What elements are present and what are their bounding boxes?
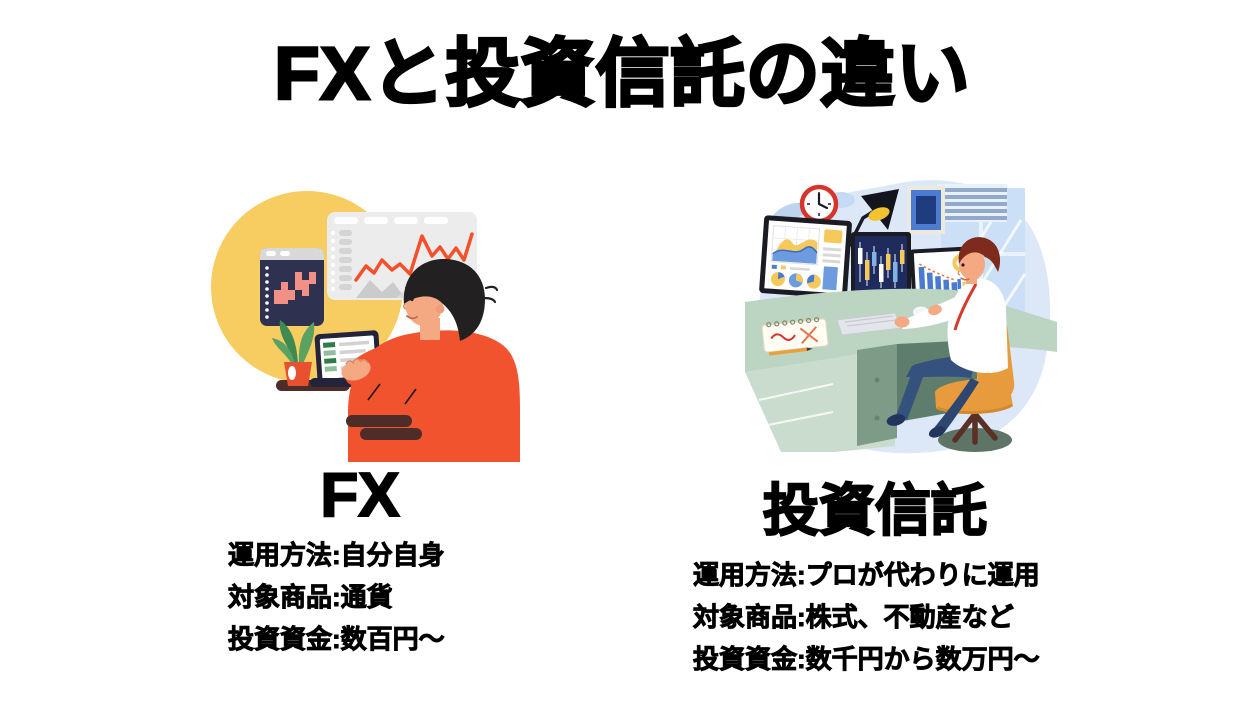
fx-details: 運用方法:自分自身 対象商品:通貨 投資資金:数百円〜 (228, 534, 446, 660)
trust-detail-product: 対象商品:株式、不動産など (693, 602, 1015, 633)
trader-person (886, 237, 1008, 438)
person-head (402, 258, 499, 341)
gray-mountains (356, 280, 405, 298)
wall-clock (799, 184, 839, 224)
keyboard (836, 312, 903, 336)
fx-illustration-svg (211, 191, 520, 462)
pencil (768, 347, 813, 356)
person-hand (341, 358, 371, 381)
investment-trust-details: 運用方法:プロが代わりに運用 対象商品:株式、不動産など 投資資金:数千円から数… (693, 554, 1041, 680)
potted-plant (272, 320, 315, 386)
candlestick-window (260, 248, 324, 326)
desk (745, 288, 1057, 452)
trust-detail-management: 運用方法:プロが代わりに運用 (693, 560, 1041, 591)
orange-price-line (354, 232, 474, 282)
picture-frame (907, 186, 945, 234)
salmon-candles (274, 272, 316, 304)
notepad (761, 317, 829, 353)
fx-detail-funds: 投資資金:数百円〜 (228, 624, 446, 655)
armrest-bar-2 (360, 428, 422, 440)
armrest-bar-1 (346, 415, 412, 427)
investment-trust-illustration-svg (745, 180, 1057, 454)
investment-trust-illustration (745, 170, 1060, 460)
fx-detail-product: 対象商品:通貨 (228, 582, 394, 613)
investment-trust-heading: 投資信託 (762, 478, 988, 543)
trust-detail-funds: 投資資金:数千円から数万円〜 (693, 644, 1041, 675)
pie-charts (770, 272, 821, 289)
fx-detail-management: 運用方法:自分自身 (228, 540, 446, 571)
page-title: FXと投資信託の違い (273, 31, 972, 117)
fx-heading: FX (319, 460, 400, 531)
fx-illustration (200, 172, 520, 462)
blinds (937, 184, 1007, 222)
